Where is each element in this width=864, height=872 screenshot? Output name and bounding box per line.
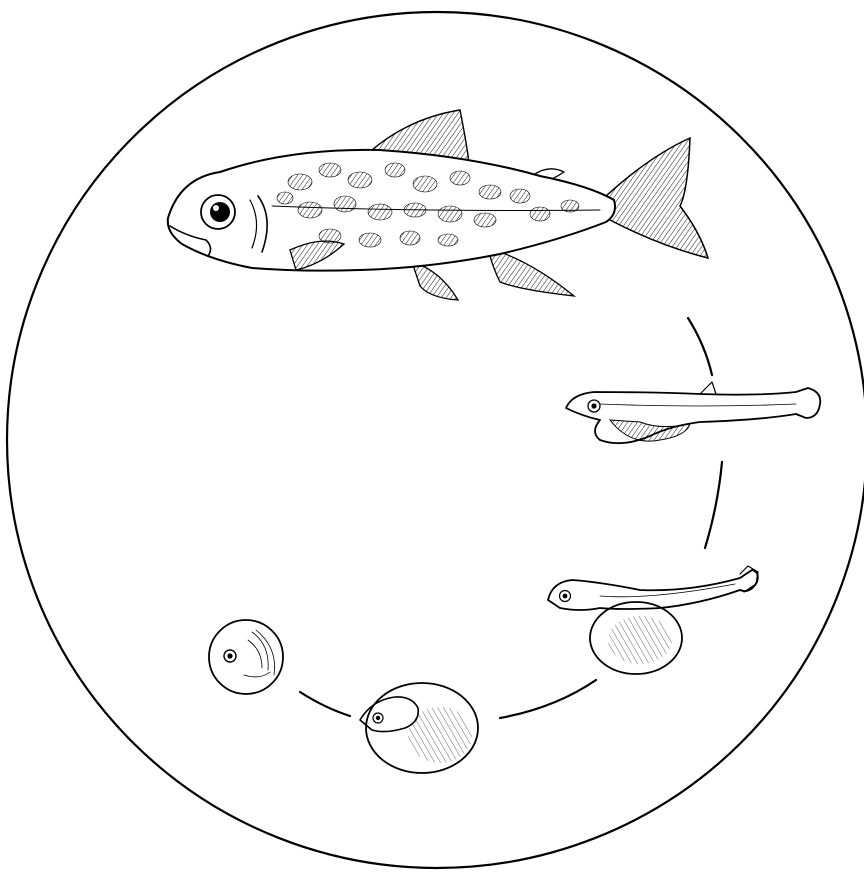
fish-egg-icon bbox=[209, 620, 283, 694]
alevin-icon bbox=[548, 566, 758, 674]
eyed-egg-icon bbox=[360, 683, 478, 773]
connector-adult-to-fry bbox=[688, 318, 712, 375]
adult-trout-icon bbox=[168, 110, 708, 300]
connector-fry-to-alevin bbox=[705, 462, 722, 548]
connector-alevin-to-eyed-egg bbox=[500, 680, 596, 718]
connector-eyed-egg-to-egg bbox=[300, 692, 350, 716]
fry-icon bbox=[566, 382, 820, 443]
